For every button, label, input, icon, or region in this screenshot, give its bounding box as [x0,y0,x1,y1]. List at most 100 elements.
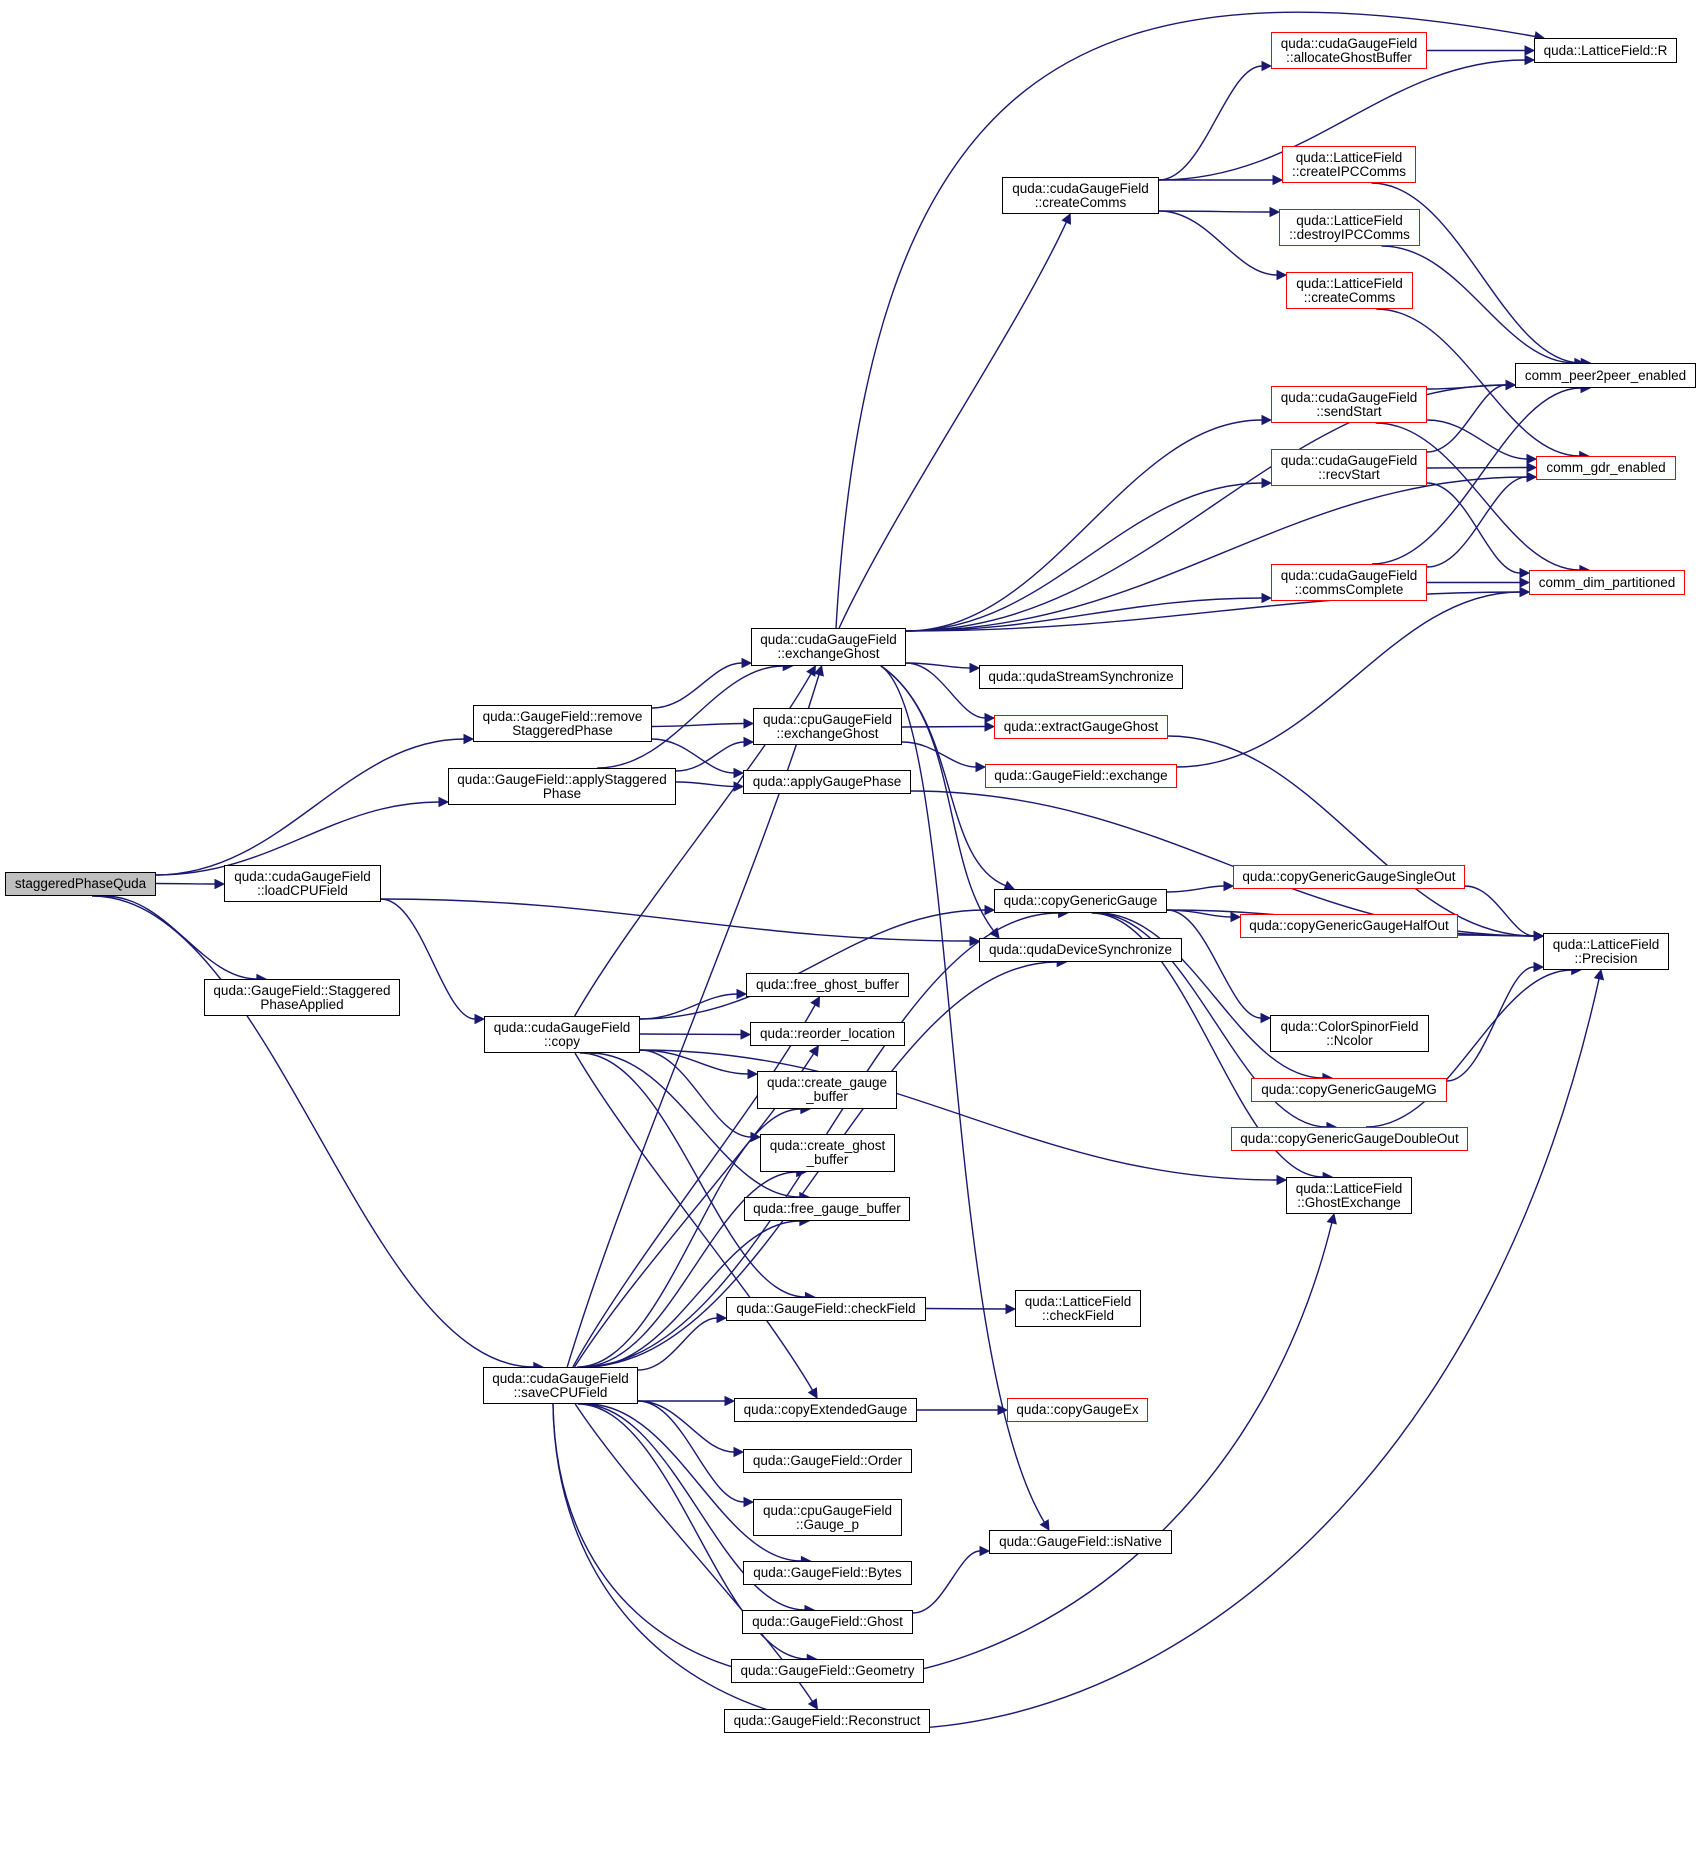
edge-saveCPU-to-bytes [586,1403,802,1562]
node-create-gauge[interactable]: quda::create_gauge _buffer [757,1071,897,1109]
edge-cudaExGhost-to-latR [835,11,1536,629]
arrowhead-icon [806,665,816,677]
node-copy-gauge-ex[interactable]: quda::copyGaugeEx [1007,1398,1148,1422]
edge-commsComplete-to-gdr [1426,476,1528,568]
edge-root-to-stagApplied [103,895,257,980]
node-geometry[interactable]: quda::GaugeField::Geometry [731,1659,924,1683]
node-ghost-exch[interactable]: quda::LatticeField ::GhostExchange [1286,1177,1412,1214]
arrowhead-icon [438,796,450,808]
node-create-ghost[interactable]: quda::create_ghost _buffer [760,1134,895,1172]
arrowhead-icon [1261,592,1273,604]
arrowhead-icon [1326,1212,1337,1225]
edge-root-to-loadCPU [155,882,216,885]
edge-cpuExGhost-to-exchange [901,741,977,768]
node-create-comms[interactable]: quda::cudaGaugeField ::createComms [1002,177,1159,214]
node-stag-applied[interactable]: quda::GaugeField::Staggered PhaseApplied [204,979,400,1016]
node-stream-sync[interactable]: quda::qudaStreamSynchronize [979,665,1183,689]
arrowhead-icon [1260,1012,1272,1024]
node-ncolor[interactable]: quda::ColorSpinorField ::Ncolor [1270,1015,1429,1052]
arrowhead-icon [808,1045,819,1057]
edge-cudaExGhost-to-gdr [905,476,1528,632]
edge-checkField-to-lfCheckField [925,1307,1007,1310]
node-order[interactable]: quda::GaugeField::Order [743,1449,912,1473]
node-apply-gauge-phase[interactable]: quda::applyGaugePhase [743,770,911,794]
arrowhead-icon [1519,586,1531,598]
arrowhead-icon [743,736,755,748]
edge-saveCPU-to-geometry [577,1403,808,1660]
node-ghost[interactable]: quda::GaugeField::Ghost [742,1610,913,1634]
node-gdr[interactable]: comm_gdr_enabled [1536,456,1676,480]
node-is-native[interactable]: quda::GaugeField::isNative [989,1530,1172,1554]
edge-removeStaggered-to-cudaExGhost [651,662,743,709]
node-recv-start[interactable]: quda::cudaGaugeField ::recvStart [1271,449,1427,486]
node-remove-staggered[interactable]: quda::GaugeField::remove StaggeredPhase [473,705,652,742]
edge-removeStaggered-to-cpuExGhost [651,722,745,728]
edge-copyGeneric-to-ncolor [1166,909,1262,1019]
arrowhead-icon [1261,414,1273,426]
node-copy-generic[interactable]: quda::copyGenericGauge [994,889,1167,913]
edge-saveCPU-to-order [637,1400,735,1453]
edge-copyGeneric-to-singleOut [1166,885,1225,893]
arrowhead-icon [810,996,821,1008]
edge-saveCPU-to-cudaExGhost [566,674,820,1368]
node-lat-r[interactable]: quda::LatticeField::R [1534,38,1677,63]
node-half-out[interactable]: quda::copyGenericGaugeHalfOut [1240,914,1458,938]
edge-copyGeneric-to-ghostExch [1091,912,1324,1178]
node-double-out[interactable]: quda::copyGenericGaugeDoubleOut [1231,1127,1468,1151]
node-destroy-i-p-c[interactable]: quda::LatticeField ::destroyIPCComms [1279,209,1420,246]
arrowhead-icon [1276,269,1288,281]
node-precision[interactable]: quda::LatticeField ::Precision [1543,933,1669,970]
node-mg[interactable]: quda::copyGenericGaugeMG [1251,1078,1447,1102]
node-load-c-p-u[interactable]: quda::cudaGaugeField ::loadCPUField [224,865,381,902]
arrowhead-icon [1526,462,1538,473]
edge-destroyIPC-to-p2p [1381,245,1575,364]
node-send-start[interactable]: quda::cudaGaugeField ::sendStart [1271,386,1427,423]
arrowhead-icon [813,664,824,677]
edge-mg-to-precision [1446,966,1535,1082]
arrowhead-icon [1039,1519,1050,1531]
node-reorder[interactable]: quda::reorder_location [750,1022,905,1046]
node-root[interactable]: staggeredPhaseQuda [5,872,156,896]
node-extract-ghost[interactable]: quda::extractGaugeGhost [994,715,1168,739]
node-create-i-p-c[interactable]: quda::LatticeField ::createIPCComms [1282,146,1416,183]
arrowhead-icon [1272,174,1284,186]
node-copy-ext[interactable]: quda::copyExtendedGauge [734,1398,917,1422]
node-cuda-ex-ghost[interactable]: quda::cudaGaugeField ::exchangeGhost [751,628,906,666]
edge-cudaExGhost-to-isNative [880,665,1045,1523]
node-gauge-p[interactable]: quda::cpuGaugeField ::Gauge_p [753,1499,902,1536]
node-free-gauge[interactable]: quda::free_gauge_buffer [744,1197,910,1221]
node-exchange[interactable]: quda::GaugeField::exchange [985,764,1177,788]
node-bytes[interactable]: quda::GaugeField::Bytes [743,1561,912,1585]
edge-sendStart-to-gdr [1426,419,1528,460]
edge-saveCPU-to-createGhost [581,1171,797,1368]
node-free-ghost[interactable]: quda::free_ghost_buffer [746,973,909,997]
node-dev-sync[interactable]: quda::qudaDeviceSynchronize [979,938,1182,962]
node-comms-complete[interactable]: quda::cudaGaugeField ::commsComplete [1271,564,1427,601]
arrowhead-icon [1533,930,1545,942]
edge-sendStart-to-dimPart [1375,422,1580,571]
node-check-field[interactable]: quda::GaugeField::checkField [726,1297,926,1321]
arrowhead-icon [1526,471,1538,483]
arrowhead-icon [807,1387,818,1399]
arrowhead-icon [724,1395,736,1407]
node-single-out[interactable]: quda::copyGenericGaugeSingleOut [1233,865,1465,889]
node-alloc-ghost[interactable]: quda::cudaGaugeField ::allocateGhostBuff… [1271,32,1427,69]
node-reconstruct[interactable]: quda::GaugeField::Reconstruct [724,1709,930,1733]
node-cpu-ex-ghost[interactable]: quda::cpuGaugeField ::exchangeGhost [753,708,902,745]
node-save-c-p-u[interactable]: quda::cudaGaugeField ::saveCPUField [483,1367,638,1404]
edge-cudaExGhost-to-commsComplete [905,597,1263,632]
node-cuda-copy[interactable]: quda::cudaGaugeField ::copy [484,1016,640,1053]
arrowhead-icon [807,1698,819,1710]
node-apply-staggered[interactable]: quda::GaugeField::applyStaggered Phase [448,768,676,805]
node-dim-part[interactable]: comm_dim_partitioned [1529,570,1685,595]
edge-commsComplete-to-p2p [1371,387,1582,565]
arrowhead-icon [740,1029,752,1040]
node-p2p[interactable]: comm_peer2peer_enabled [1515,363,1696,388]
node-lf-create-comms[interactable]: quda::LatticeField ::createComms [1286,272,1413,309]
edge-loadCPU-to-cudaCopy [380,898,476,1020]
edge-cudaCopy-to-checkField [579,1052,806,1298]
edge-root-to-removeStaggered [155,738,465,876]
node-lf-check-field[interactable]: quda::LatticeField ::checkField [1015,1290,1141,1327]
